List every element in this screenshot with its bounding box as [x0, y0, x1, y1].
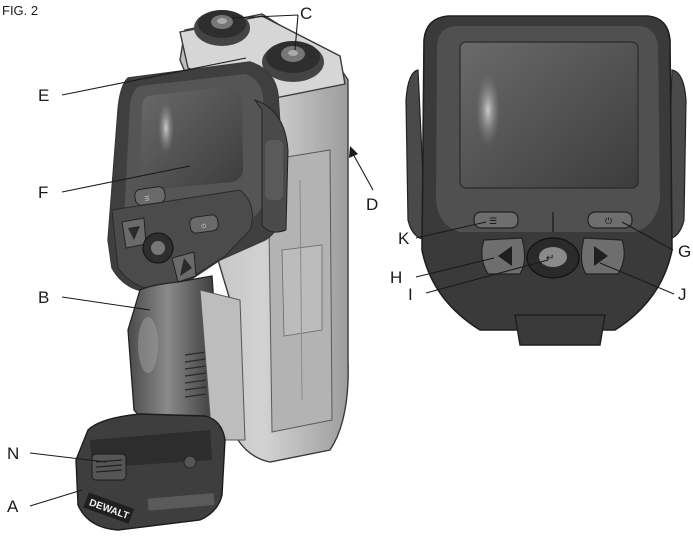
callout-a: A	[7, 497, 19, 516]
front-screen	[459, 41, 639, 189]
callout-k: K	[398, 229, 410, 248]
callout-h: H	[390, 268, 402, 287]
svg-text:⏻: ⏻	[201, 223, 207, 231]
sensor-knob-rear	[194, 10, 250, 46]
leader-lines	[29, 14, 675, 507]
callout-c: C	[300, 4, 312, 23]
right-arrow-button	[580, 237, 625, 275]
figure-title: FIG. 2	[2, 3, 38, 18]
callout-f: F	[38, 183, 48, 202]
left-arrow-button	[481, 237, 526, 275]
callout-i: I	[408, 285, 413, 304]
callout-d: D	[366, 195, 378, 214]
callout-n: N	[7, 444, 19, 463]
callout-j: J	[678, 285, 687, 304]
callout-g: G	[678, 242, 691, 261]
svg-text:↵: ↵	[546, 253, 554, 264]
power-button: ⏻	[587, 211, 633, 229]
side-power-button	[189, 214, 219, 234]
battery-release-latch	[91, 453, 127, 481]
front-view-device: ☰ ⏻ ↵	[405, 15, 687, 346]
svg-text:⏻: ⏻	[605, 216, 612, 226]
svg-text:☰: ☰	[144, 195, 150, 203]
sensor-knob-front	[262, 41, 324, 82]
callout-e: E	[38, 86, 49, 105]
side-screen	[140, 86, 243, 190]
enter-button: ↵	[526, 237, 580, 279]
side-menu-button	[134, 186, 166, 206]
menu-button: ☰	[473, 211, 519, 229]
callout-b: B	[38, 288, 49, 307]
side-view-device: ☰ ⏻	[75, 10, 349, 531]
svg-text:☰: ☰	[489, 216, 497, 226]
battery-label	[147, 493, 215, 511]
